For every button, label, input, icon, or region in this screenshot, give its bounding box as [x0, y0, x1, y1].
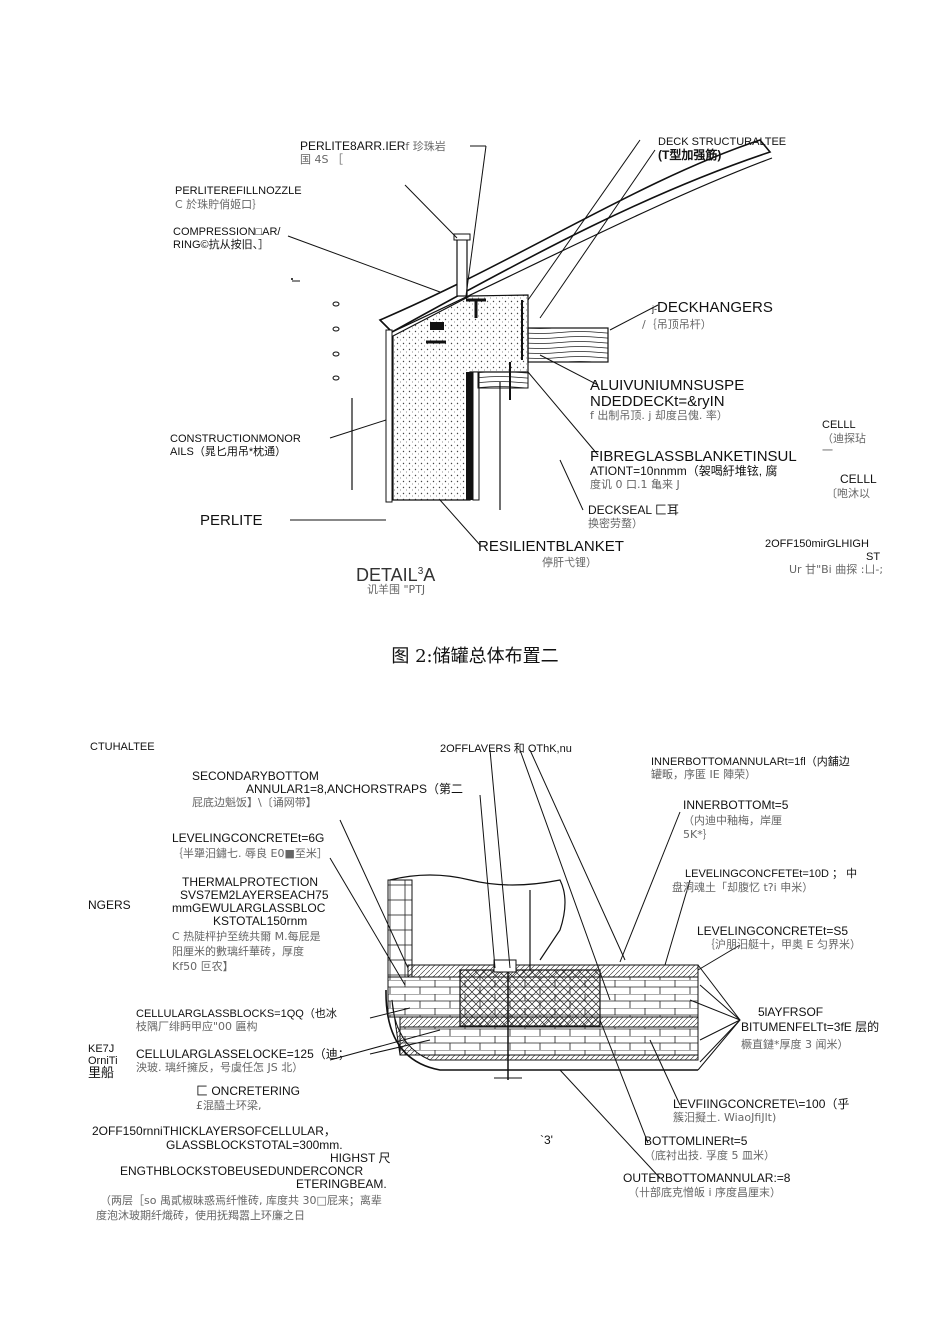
- two-off-cellular-label-5: ETERINGBEAM.: [296, 1177, 387, 1191]
- alum-deck-label-2: NDEDDECKt=&ryIN: [590, 393, 725, 410]
- outer-wall: [385, 329, 393, 503]
- two-off-cellular-cn: （两层［so 禺貳椒昧惑焉纤惟砖, 库度共 30□屁来；离辈: [100, 1194, 382, 1207]
- refill-nozzle: [456, 237, 468, 297]
- roof-inner: [391, 157, 773, 333]
- deck-seal-cn: 换密劳蝥）: [588, 517, 643, 530]
- thermal-protection-label: THERMALPROTECTION: [182, 875, 319, 889]
- cell-label-1: CELLL: [822, 419, 856, 431]
- deck-structural-tee-label: DECK STRUCTURALTEE: [658, 136, 787, 148]
- cell-cn-2: 〔咆沐以: [826, 487, 870, 500]
- leveling-100-top-label: LEVELINGCONCFETEt=10D ； 中: [685, 868, 858, 880]
- fibreglass-label: FIBREGLASSBLANKETINSUL: [590, 448, 797, 465]
- bitumen-label-2: BITUMENFELTt=3fE 层的: [741, 1020, 880, 1034]
- bitumen-label: 5lAYFRSOF: [758, 1005, 824, 1019]
- leveling-100-cn: 簇汨擬土. WiaoJfiJlt): [673, 1111, 777, 1124]
- ke7j-label: KE7J: [88, 1043, 115, 1055]
- perlite-barrier-cn: 国 4S ［: [300, 153, 343, 166]
- cellular-100-label: CELLULARGLASSBLOCKS=1QQ（也冰: [136, 1008, 337, 1020]
- alum-deck-cn: f 出制吊顶. j 却度吕傀. 率）: [590, 409, 728, 422]
- inner-annular-cn: 罐畈，序匿 IE 陣荣）: [651, 768, 757, 781]
- bolt-holes: [332, 301, 340, 381]
- concrete-ring-label: 匚 ONCRETERING: [196, 1084, 301, 1098]
- fibreglass-cn: 度讥 0 口.1 亀来 J: [590, 478, 680, 491]
- outer-annular-cn: （卄部底克憎皈 i 序度昌厘末）: [628, 1186, 782, 1199]
- resilient-blanket-label: RESILIENTBLANKET: [478, 538, 624, 555]
- inner-wall: [466, 372, 473, 500]
- cellular-100-cn: 枝隅厂绯眄甲应"00 匾构: [136, 1020, 258, 1033]
- figure-caption: 图 2:储罐总体布置二: [391, 646, 559, 667]
- leveling-60-label: LEVELINGCONCRETEt=6G: [172, 831, 325, 845]
- thermal-protection-cn-2: 阳厘米的數璃纤華砖，厚度: [172, 945, 304, 958]
- deck-structural-tee-cn: (T型加强筋): [658, 148, 722, 162]
- inner-bottom-cn-2: 5K*｝: [683, 828, 714, 841]
- outer-wall-profile: [389, 874, 566, 961]
- two-off-cellular-label-2: GLASSBLOCKSTOTAL=300mm.: [166, 1138, 343, 1152]
- leveling-100-label: LEVFIINGCONCRETE\=100（乎: [673, 1097, 850, 1111]
- inner-annular-label: INNERBOTTOMANNULARt=1fl（内舖边: [651, 756, 850, 768]
- leveling-100-top-cn: 盘洞魂土「却腹忆 t?i 申米）: [672, 881, 814, 894]
- cell-cn-1b: 一: [822, 444, 833, 457]
- compression-bar-label: COMPRESSION□AR/: [173, 226, 281, 238]
- cellular-125-cn: 泱玻. 璃纤擁反，号虞任怎 JS 北）: [136, 1061, 304, 1074]
- outer-annular-label: OUTERBOTTOMANNULAR:=8: [623, 1171, 791, 1185]
- cell-label-2: CELLL: [840, 472, 877, 486]
- ke7j-label-2: OrniTi: [88, 1055, 118, 1067]
- resilient-blanket-cn: 停肝弋锂）: [542, 556, 597, 569]
- ke7j-label-3: 里船: [88, 1065, 115, 1080]
- leveling-60-cn: ｛半犟汨鏽七. 辱良 E0■至米］: [172, 847, 328, 860]
- cellular-125-label: CELLULARGLASSELOCKE=125（迪；: [136, 1047, 350, 1061]
- detail-cn: 讥羊围 "PTJ: [367, 583, 426, 596]
- inner-bottom-label: INNERBOTTOMt=5: [683, 798, 789, 812]
- secondary-bottom-label: SECONDARYBOTTOM: [192, 769, 319, 783]
- two-off-cellular-label-3: HIGHST 尺: [330, 1151, 391, 1165]
- perlite-label: PERLITE: [200, 512, 263, 529]
- perlite-fill: [392, 294, 529, 501]
- ctuhaltee-label: CTUHALTEE: [90, 741, 155, 753]
- bottom-liner: [385, 989, 698, 1071]
- bitumen-cn: 橛直鏈*厚度 3 闻米）: [741, 1038, 849, 1051]
- suspended-deck: [527, 327, 609, 363]
- thermal-protection-cn-3: Kf50 叵农】: [172, 960, 234, 973]
- leveling-55-cn: ｛沪朋汨艇十，甲奥 E 匀界米）: [704, 938, 861, 951]
- refill-nozzle-label: PERLITEREFILLNOZZLE: [175, 185, 302, 197]
- secondary-bottom-cn: 屁底边魁饭】\〔诵网带】: [192, 796, 317, 809]
- perlite-barrier-label: PERLITE8ARR.IERf 珍珠岩: [300, 139, 446, 153]
- thermal-protection-label-2: SVS7EM2LAYERSEACH75: [180, 888, 329, 902]
- thermal-protection-label-4: KSTOTAL150rnm: [213, 914, 308, 928]
- bottom-liner-cn: （底衬出技. 孚度 5 皿米）: [644, 1149, 775, 1162]
- cellular-glass-bottom: [399, 1026, 699, 1056]
- wall-grid: [387, 879, 413, 981]
- deck-seal-label: DECKSEAL 匚耳: [588, 503, 679, 517]
- two-layers-label: 2OFFLAVERS 和 OThK,nu: [440, 743, 572, 755]
- two-off-cn: Ur 甘"Bi 曲探 :ㄩ-;: [789, 563, 884, 576]
- ngers-label: NGERS: [88, 898, 131, 912]
- deck-hangers-label: j-DECKHANGERS: [652, 299, 773, 316]
- inner-bottom-cn: （内迪中釉梅，岸厘: [683, 814, 782, 827]
- thermal-protection-cn: C 热陡枰护至统共爾 M.每屁是: [172, 930, 321, 943]
- concrete-ring-cn: £混醯土环梁,: [196, 1099, 262, 1112]
- roof-outer: [291, 139, 772, 333]
- two-off-cellular-label-4: ENGTHBLOCKSTOBEUSEDUNDERCONCR: [120, 1164, 364, 1178]
- cell-cn-1: （迪探玷: [822, 432, 866, 445]
- bottom-liner-label: BOTTOMLINERt=5: [644, 1134, 748, 1148]
- construction-monorails-label-2: AILS（晁匕用吊*枕通）: [170, 446, 287, 458]
- refill-nozzle-cn: C 於珠貯俏姬口｝: [175, 198, 264, 211]
- construction-monorails-label: CONSTRUCTIONMONOR: [170, 433, 301, 445]
- deck-hangers-cn: /｛吊顶吊杆）: [642, 318, 712, 331]
- two-off-cellular-label: 2OFF150rnniTHICKLAYERSOFCELLULAR，: [92, 1124, 336, 1138]
- cellular-glass-top: [387, 976, 699, 1018]
- compression-bar-label-2: RING©抗从按旧、］: [173, 239, 270, 251]
- two-off-cellular-cn-2: 度泡沐玻期纤熾砖，使用抚羯嚣上环廉之日: [96, 1209, 305, 1222]
- detail-3a-drawing: [287, 139, 773, 546]
- secondary-bottom-label-2: ANNULAR1=8,ANCHORSTRAPS（第二: [246, 782, 464, 796]
- thermal-protection-label-3: mmGEWULARGLASSBLOC: [172, 901, 326, 915]
- small-mark: `3': [540, 1133, 553, 1147]
- concrete-ring-beam: [459, 969, 601, 1027]
- two-off-label: 2OFF150mirGLHIGH: [765, 538, 869, 550]
- alum-deck-label: ALUIVUNIUMNSUSPE: [590, 377, 745, 394]
- fibreglass-label-2: ATIONT=10nnmm（袈喝紆堆铉, 腐: [590, 464, 778, 478]
- detail-title: DETAIL3A: [356, 565, 436, 585]
- leveling-55-label: LEVELINGCONCRETEt=S5: [697, 924, 849, 938]
- two-off-label-2: ST: [866, 551, 881, 563]
